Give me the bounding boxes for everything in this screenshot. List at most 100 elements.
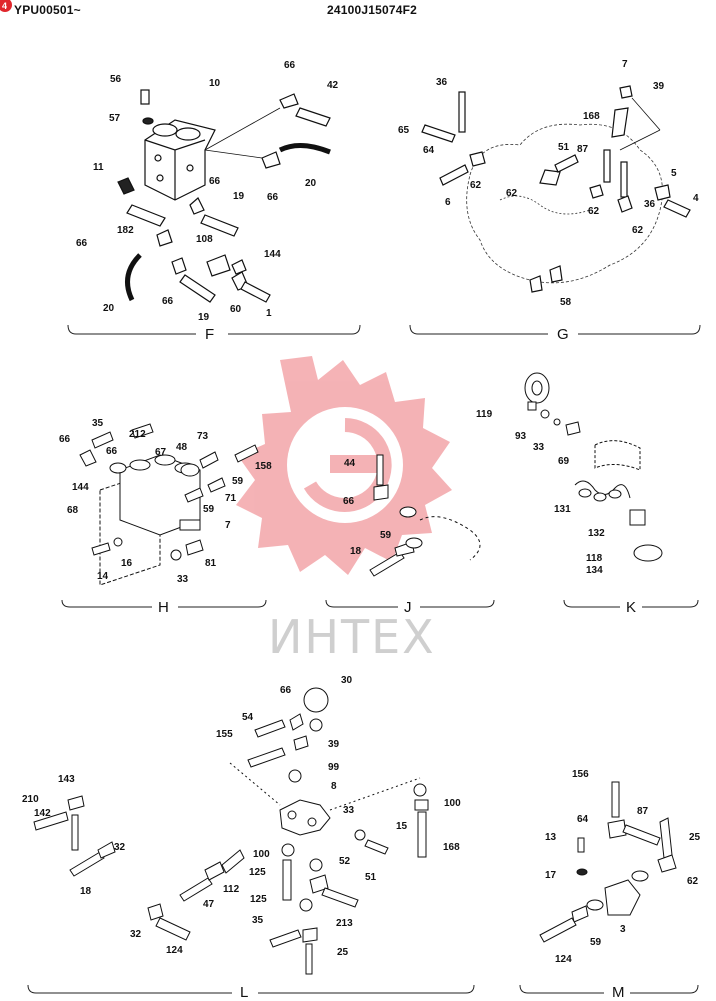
part-label: 66 [209, 176, 221, 187]
watermark-text: ИНТЕХ [268, 610, 436, 664]
serial-range: YPU00501~ [14, 3, 81, 17]
part-label: 36 [436, 77, 448, 88]
part-label: 59 [232, 476, 244, 487]
part-label: 42 [327, 80, 339, 91]
section-J-artwork [369, 454, 481, 577]
part-label: 65 [398, 125, 410, 136]
part-label: 81 [205, 558, 217, 569]
section-K-artwork [524, 372, 663, 562]
part-label: 143 [58, 774, 75, 785]
section-title-H: H [158, 599, 169, 616]
part-label: 212 [129, 429, 146, 440]
document-number: 24100J15074F2 [327, 3, 418, 17]
part-label: 57 [109, 113, 121, 124]
part-label: 66 [284, 60, 296, 71]
part-label: 144 [264, 249, 281, 260]
part-label: 11 [93, 162, 104, 173]
part-label: 213 [336, 918, 353, 929]
part-label: 51 [365, 872, 377, 883]
part-label: 30 [341, 675, 353, 686]
part-label: 93 [515, 431, 527, 442]
part-label: 32 [114, 842, 126, 853]
part-label: 35 [252, 915, 264, 926]
part-label: 19 [233, 191, 245, 202]
part-label: 73 [197, 431, 209, 442]
part-label: 19 [198, 312, 210, 323]
part-label: 64 [577, 814, 589, 825]
part-label: 62 [687, 876, 699, 887]
bracket-G [409, 324, 701, 335]
part-label: 14 [97, 571, 109, 582]
section-H-artwork [79, 423, 259, 586]
bracket-H [61, 599, 267, 608]
part-label: 100 [444, 798, 461, 809]
part-label: 142 [34, 808, 51, 819]
part-label: 125 [250, 894, 267, 905]
part-label: 20 [305, 178, 317, 189]
part-label: 13 [545, 832, 557, 843]
part-label: 168 [443, 842, 460, 853]
section-M-artwork [539, 781, 677, 943]
part-label: 8 [331, 781, 337, 792]
part-label: 35 [92, 418, 104, 429]
section-title-M: M [612, 984, 625, 1001]
part-label: 58 [560, 297, 572, 308]
part-label: 52 [339, 856, 351, 867]
part-label: 168 [583, 111, 600, 122]
part-label: 112 [223, 884, 240, 895]
part-label: 5 [671, 168, 677, 179]
part-label: 62 [470, 180, 482, 191]
part-label: 25 [337, 947, 349, 958]
part-label: 210 [22, 794, 39, 805]
part-label: 124 [555, 954, 572, 965]
part-label: 59 [203, 504, 215, 515]
section-title-F: F [205, 326, 215, 343]
part-label: 39 [328, 739, 340, 750]
part-label: 7 [622, 59, 628, 70]
corner-badge-text: 4 [2, 1, 7, 11]
part-label: 54 [242, 712, 254, 723]
corner-badge-icon [0, 0, 12, 12]
part-label: 18 [350, 546, 362, 557]
part-label: 51 [558, 142, 570, 153]
part-label: 67 [155, 447, 167, 458]
section-L-artwork [33, 687, 429, 975]
bracket-F [67, 324, 361, 335]
part-label: 66 [106, 446, 118, 457]
part-label: 4 [693, 193, 699, 204]
part-label: 44 [344, 458, 356, 469]
part-label: 62 [632, 225, 644, 236]
part-label: 62 [506, 188, 518, 199]
part-label: 100 [253, 849, 270, 860]
part-label: 7 [225, 520, 231, 531]
part-label: 87 [577, 144, 589, 155]
part-label: 20 [103, 303, 115, 314]
part-label: 47 [203, 899, 215, 910]
part-label: 134 [586, 565, 603, 576]
bracket-L [27, 984, 475, 994]
part-label: 182 [117, 225, 134, 236]
part-label: 69 [558, 456, 570, 467]
part-label: 99 [328, 762, 340, 773]
part-label: 15 [396, 821, 408, 832]
part-label: 144 [72, 482, 89, 493]
part-label: 17 [545, 870, 557, 881]
part-label: 33 [343, 805, 355, 816]
part-label: 39 [653, 81, 665, 92]
bracket-M [519, 984, 699, 994]
part-label: 124 [166, 945, 183, 956]
part-label: 33 [177, 574, 189, 585]
part-label: 48 [176, 442, 188, 453]
section-title-K: K [626, 599, 637, 616]
part-label: 10 [209, 78, 221, 89]
part-label: 56 [110, 74, 122, 85]
part-label: 59 [380, 530, 392, 541]
bracket-J [325, 599, 495, 608]
part-label: 33 [533, 442, 545, 453]
section-G-artwork [421, 85, 691, 293]
part-label: 66 [343, 496, 355, 507]
part-label: 66 [59, 434, 71, 445]
section-F-artwork [117, 89, 331, 303]
part-label: 3 [620, 924, 626, 935]
